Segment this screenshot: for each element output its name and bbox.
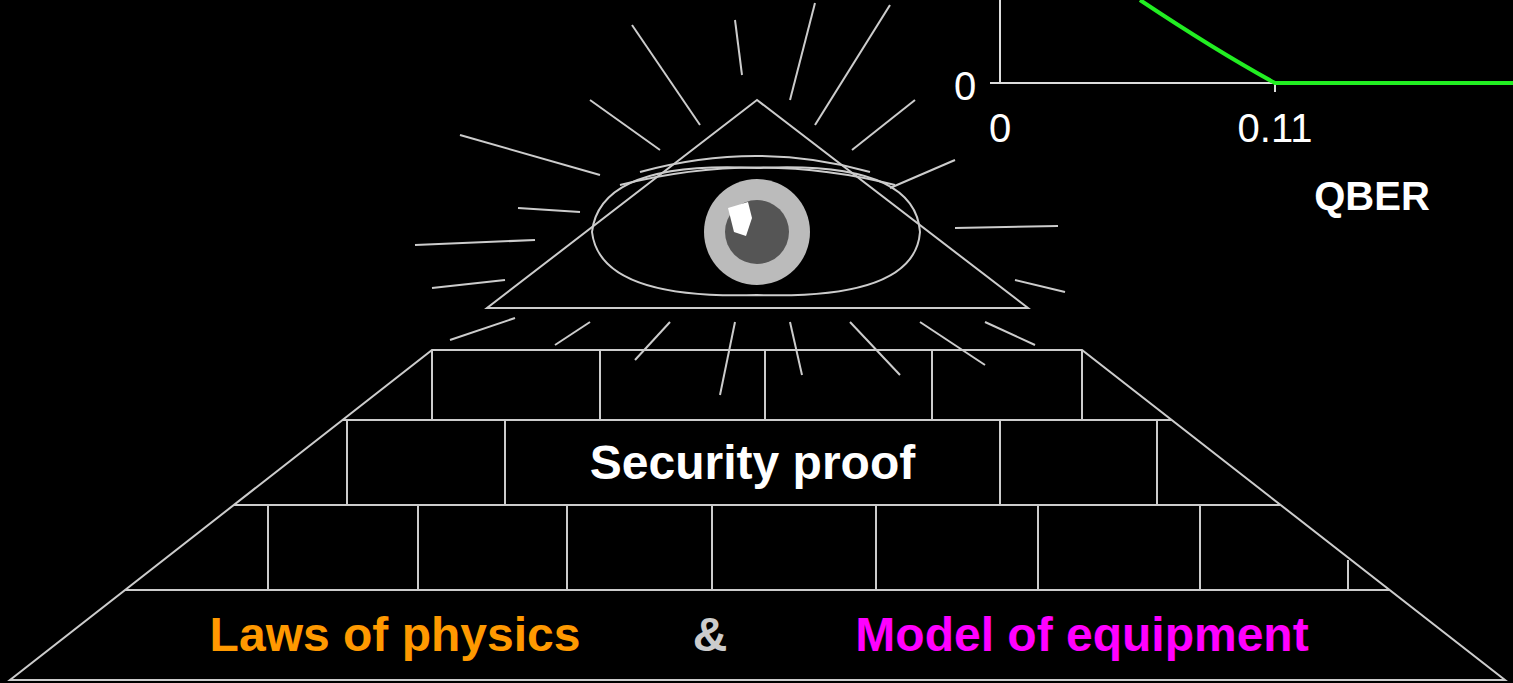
axis-tick-label: 0.11 <box>1238 108 1313 148</box>
foundation-band: Laws of physics & Model of equipment <box>60 592 1450 678</box>
axis-tick-label: 0 <box>954 66 976 106</box>
node-text: Laws of physics <box>210 611 581 659</box>
node-text: & <box>693 611 728 659</box>
node-text: Security proof <box>590 439 915 487</box>
security-brick: Security proof <box>507 422 998 503</box>
node-text: Model of equipment <box>855 611 1308 659</box>
axis-title: QBER <box>1314 176 1430 216</box>
axis-tick-label: 0 <box>989 108 1011 148</box>
